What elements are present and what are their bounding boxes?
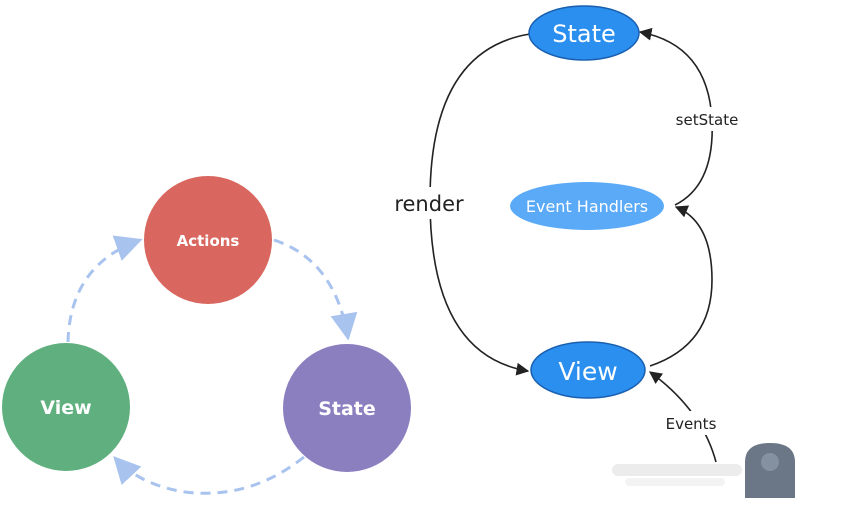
state-node-left <box>283 344 411 472</box>
actions-label: Actions <box>177 232 240 250</box>
render-label: render <box>394 192 464 216</box>
state-node-right <box>528 5 640 61</box>
view-label-right: View <box>558 357 617 386</box>
event-handlers-node <box>510 182 664 230</box>
view-node-right <box>530 341 646 399</box>
state-label-left: State <box>318 398 376 420</box>
arrow-state-to-view <box>113 455 305 495</box>
view-label-left: View <box>40 397 91 419</box>
view-to-handlers-arrow <box>649 205 713 367</box>
arrow-view-to-actions <box>66 235 143 343</box>
events-label: Events <box>666 415 717 433</box>
arrow-actions-to-state <box>273 238 358 341</box>
event-handlers-label: Event Handlers <box>526 197 648 216</box>
view-node-left <box>2 343 130 471</box>
blurred-watermark <box>612 443 795 498</box>
state-label-right: State <box>552 20 616 48</box>
setstate-label: setState <box>676 111 739 129</box>
actions-node <box>144 176 272 304</box>
